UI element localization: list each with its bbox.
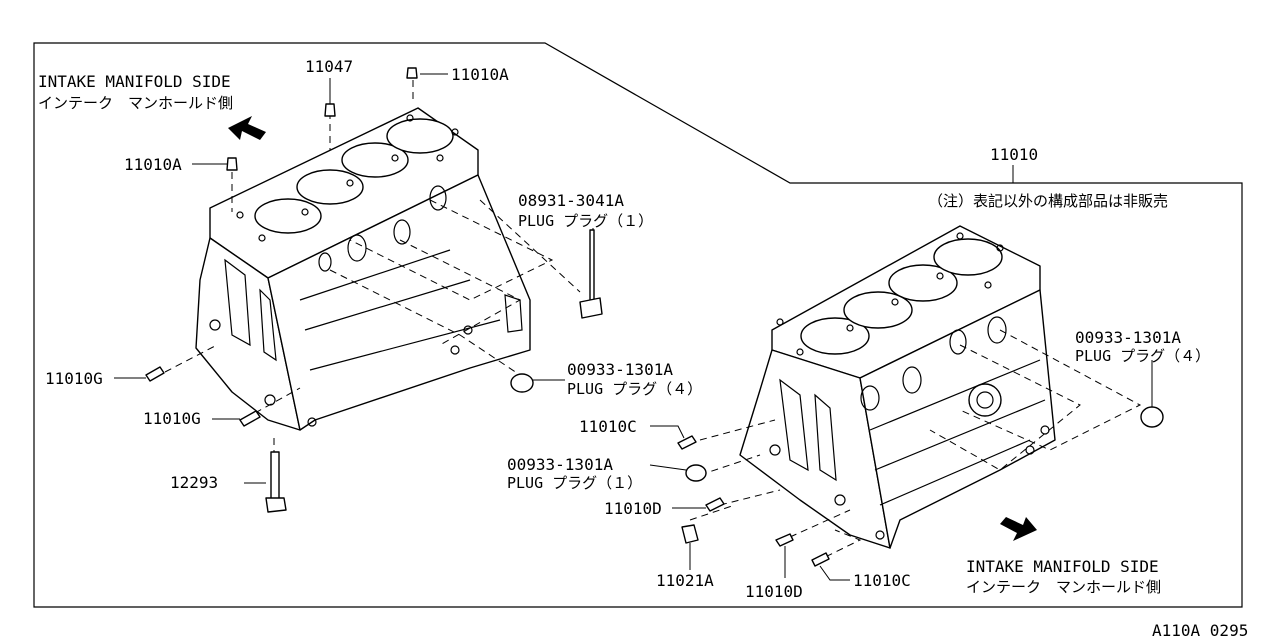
dowel-11010a-left [226,157,238,171]
plug-00933-left [510,373,534,393]
intake-direction-arrow-top [228,116,266,140]
part-label-11047: 11047 [305,57,353,76]
part-name-00933-mid: PLUG プラグ（１） [507,474,642,492]
plug-00933-mid [685,464,707,482]
part-number-00933-mid: 00933-1301A [507,455,613,474]
intake-side-label-bottom: INTAKE MANIFOLD SIDE [966,557,1159,576]
pin-11010d-2 [775,533,794,547]
intake-direction-arrow-bottom [1000,517,1037,541]
part-number-00933-left: 00933-1301A [567,360,673,379]
part-label-11010a-top: 11010A [451,65,509,84]
engine-block-right [739,225,1056,549]
part-label-11010c-1: 11010C [579,417,637,436]
right-small-parts [677,406,1164,567]
part-label-11021a: 11021A [656,571,714,590]
part-label-11010c-2: 11010C [853,571,911,590]
part-label-11010g-2: 11010G [143,409,201,428]
bolt-12293 [265,451,287,513]
dowel-11021a [681,524,699,544]
part-label-12293: 12293 [170,473,218,492]
intake-side-label-bottom-jp: インテーク マンホールド側 [966,578,1161,596]
note-not-sold: （注）表記以外の構成部品は非販売 [928,192,1168,210]
part-number-08931: 08931-3041A [518,191,624,210]
dowel-11010a-top [406,67,418,79]
pin-11010g-1 [145,366,165,382]
left-dash-lines [164,80,581,455]
pin-11010c-1 [677,435,697,450]
part-name-08931: PLUG プラグ（１） [518,212,653,230]
part-name-00933-right: PLUG プラグ（４） [1075,347,1210,365]
figure-code: A110A 0295 [1152,621,1248,640]
intake-side-label-top-jp: インテーク マンホールド側 [38,94,233,112]
part-label-11010d-1: 11010D [604,499,662,518]
plug-00933-right [1140,406,1164,428]
pin-11010d-1 [705,497,725,512]
dowel-11047 [324,103,336,117]
part-label-11010a-left: 11010A [124,155,182,174]
part-label-11010d-2: 11010D [745,582,803,601]
assembly-number: 11010 [990,145,1038,164]
plug-08931 [579,229,603,319]
part-number-00933-right: 00933-1301A [1075,328,1181,347]
frame-outline [33,42,1243,608]
intake-side-label-top: INTAKE MANIFOLD SIDE [38,72,231,91]
part-name-00933-left: PLUG プラグ（４） [567,380,702,398]
right-dash-lines [689,329,1142,563]
pin-11010g-2 [239,410,261,427]
part-label-11010g-1: 11010G [45,369,103,388]
leader-lines [114,73,1153,581]
engine-block-left [195,107,531,431]
pin-11010c-2 [811,552,830,567]
left-small-parts [145,67,603,513]
